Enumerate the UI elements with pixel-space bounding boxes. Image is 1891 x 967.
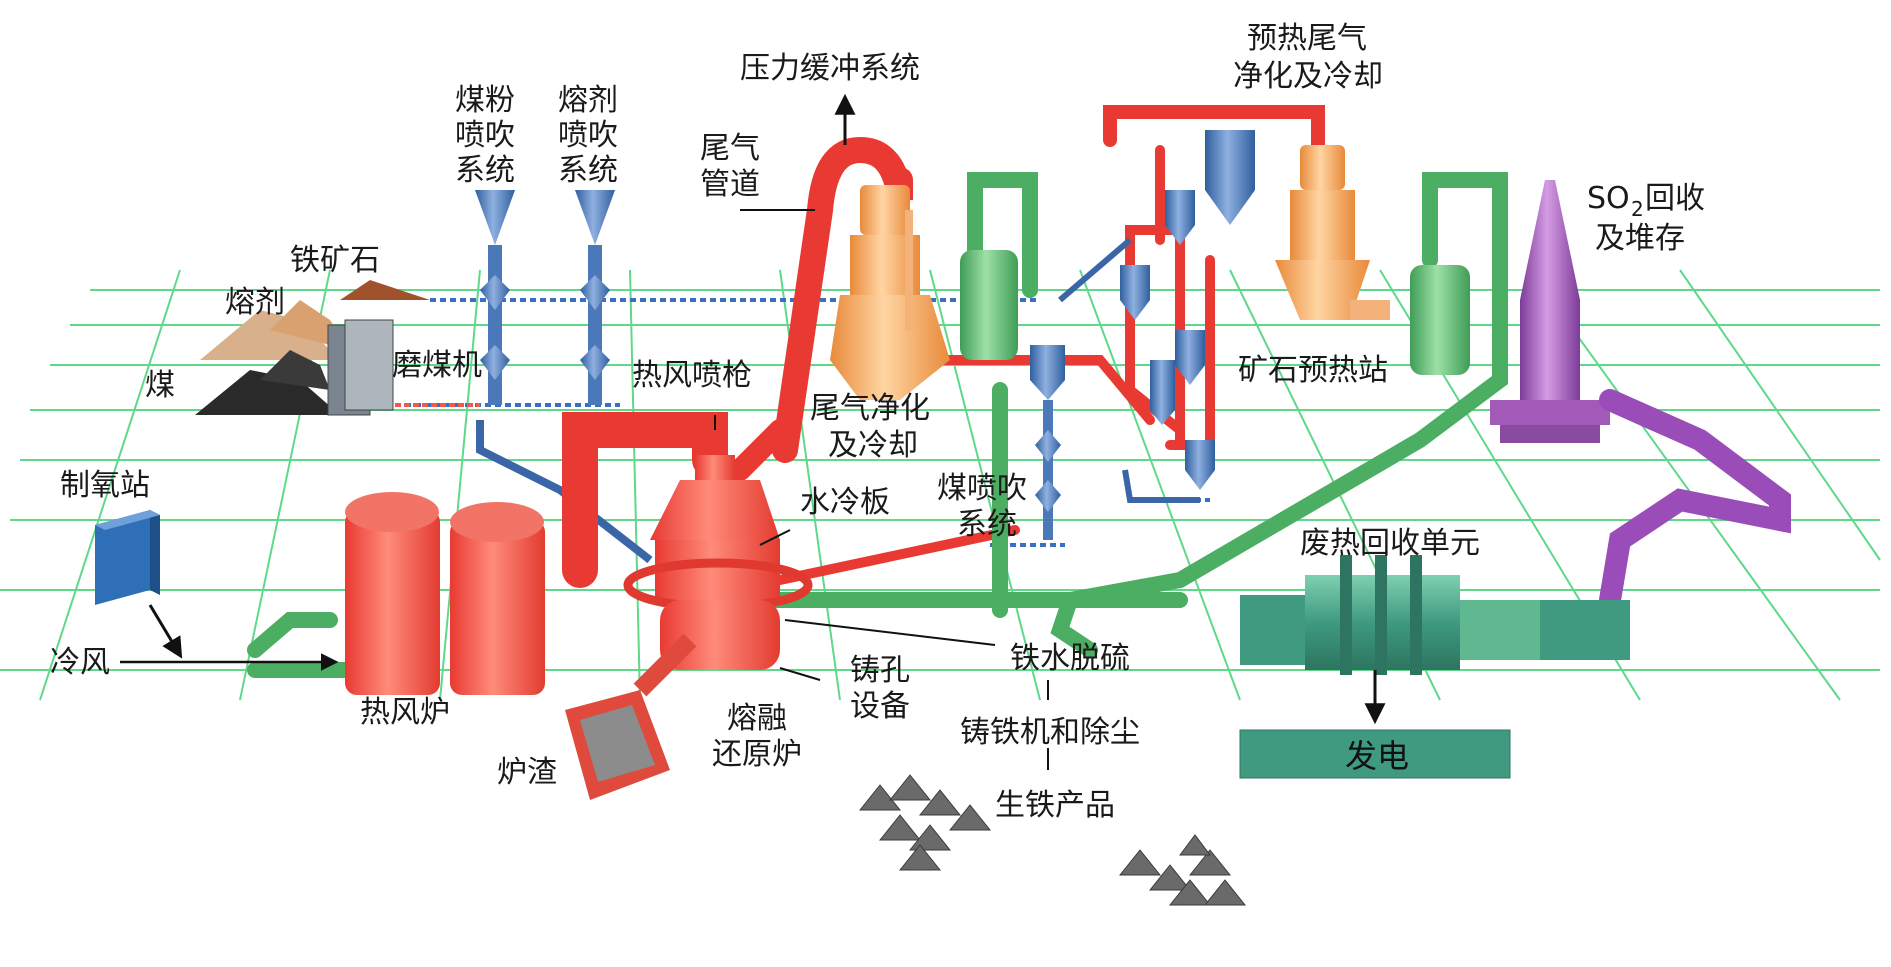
label-so2-prefix: SO [1587,181,1630,216]
label-exhaust-pipe-2: 管道 [700,167,760,202]
label-preheat-exhaust-2: 净化及冷却 [1233,59,1383,94]
coal-injection-cyclone [1030,345,1065,540]
red-pipework [562,105,1325,588]
oxygen-station [95,510,160,605]
flux-injection-unit [575,190,615,405]
oxygen-arrow [148,604,183,659]
waste-heat-unit [1240,555,1630,675]
label-tap-hole-1: 铸孔 [850,653,910,688]
label-hot-stove: 热风炉 [360,695,450,730]
label-slag: 炉渣 [497,755,557,790]
label-flux-inject-1: 熔剂 [558,83,618,118]
label-coal-powder-3: 系统 [455,153,515,188]
power-gen-box [1239,729,1511,779]
ore-preheat-cyclones [1120,130,1255,490]
label-so2-storage: 及堆存 [1595,221,1685,256]
coal-feed-pipe [476,420,653,564]
label-oxygen-station: 制氧站 [60,468,150,503]
label-preheat-exhaust-1: 预热尾气 [1247,21,1367,56]
exhaust-clean-cool-unit [830,185,950,400]
label-exhaust-clean-2: 及冷却 [828,428,918,463]
so2-pipe [1599,389,1791,611]
pig-iron-piles [858,774,1247,906]
label-cold-air: 冷风 [50,645,110,680]
label-smelt-furnace-1: 熔融 [727,701,787,736]
label-ore-preheat-station: 矿石预热站 [1238,353,1388,388]
smelt-reduction-furnace [623,455,813,670]
label-pig-iron: 生铁产品 [995,788,1115,823]
label-coal-inject-1: 煤喷吹 [937,471,1027,506]
label-iron-ore: 铁矿石 [290,243,380,278]
label-exhaust-pipe-1: 尾气 [700,131,760,166]
preheat-exhaust-clean-unit [1275,145,1390,320]
label-so2-suffix: 回收 [1645,181,1705,216]
label-hot-air-lance: 热风喷枪 [632,358,752,393]
slag-car [565,633,697,800]
label-power-gen: 发电 [1345,737,1409,775]
label-water-cooled-plate: 水冷板 [800,485,890,520]
label-so2-subscript: 2 [1631,197,1644,221]
green-pipework [247,172,1508,678]
coal-mill [327,319,394,416]
label-coal-inject-2: 系统 [957,507,1017,542]
label-coal-powder-2: 喷吹 [455,118,515,153]
green-tank-2 [1410,265,1470,375]
label-hot-metal-desulf: 铁水脱硫 [1010,641,1130,676]
label-smelt-furnace-2: 还原炉 [712,737,802,772]
label-coal-powder-1: 煤粉 [455,83,515,118]
label-flux-inject-2: 喷吹 [558,118,618,153]
label-pig-casting: 铸铁机和除尘 [960,715,1140,750]
label-tap-hole-2: 设备 [850,689,910,724]
label-flux: 熔剂 [225,285,285,320]
label-flux-inject-3: 系统 [558,153,618,188]
label-exhaust-clean-1: 尾气净化 [810,391,930,426]
so2-stack [1490,180,1610,443]
preheat-discharge-pipe [1122,469,1200,503]
label-waste-heat-unit: 废热回收单元 [1300,526,1480,561]
hot-stoves [345,492,545,695]
label-coal: 煤 [145,368,175,403]
label-coal-mill: 磨煤机 [392,348,482,383]
label-pressure-buffer: 压力缓冲系统 [740,51,920,86]
preheat-feed-pipe [1058,237,1132,303]
raw-material-piles [195,280,430,415]
green-tank-1 [960,250,1018,360]
leader-lines [714,209,1049,770]
coal-powder-injection-unit [475,190,515,405]
